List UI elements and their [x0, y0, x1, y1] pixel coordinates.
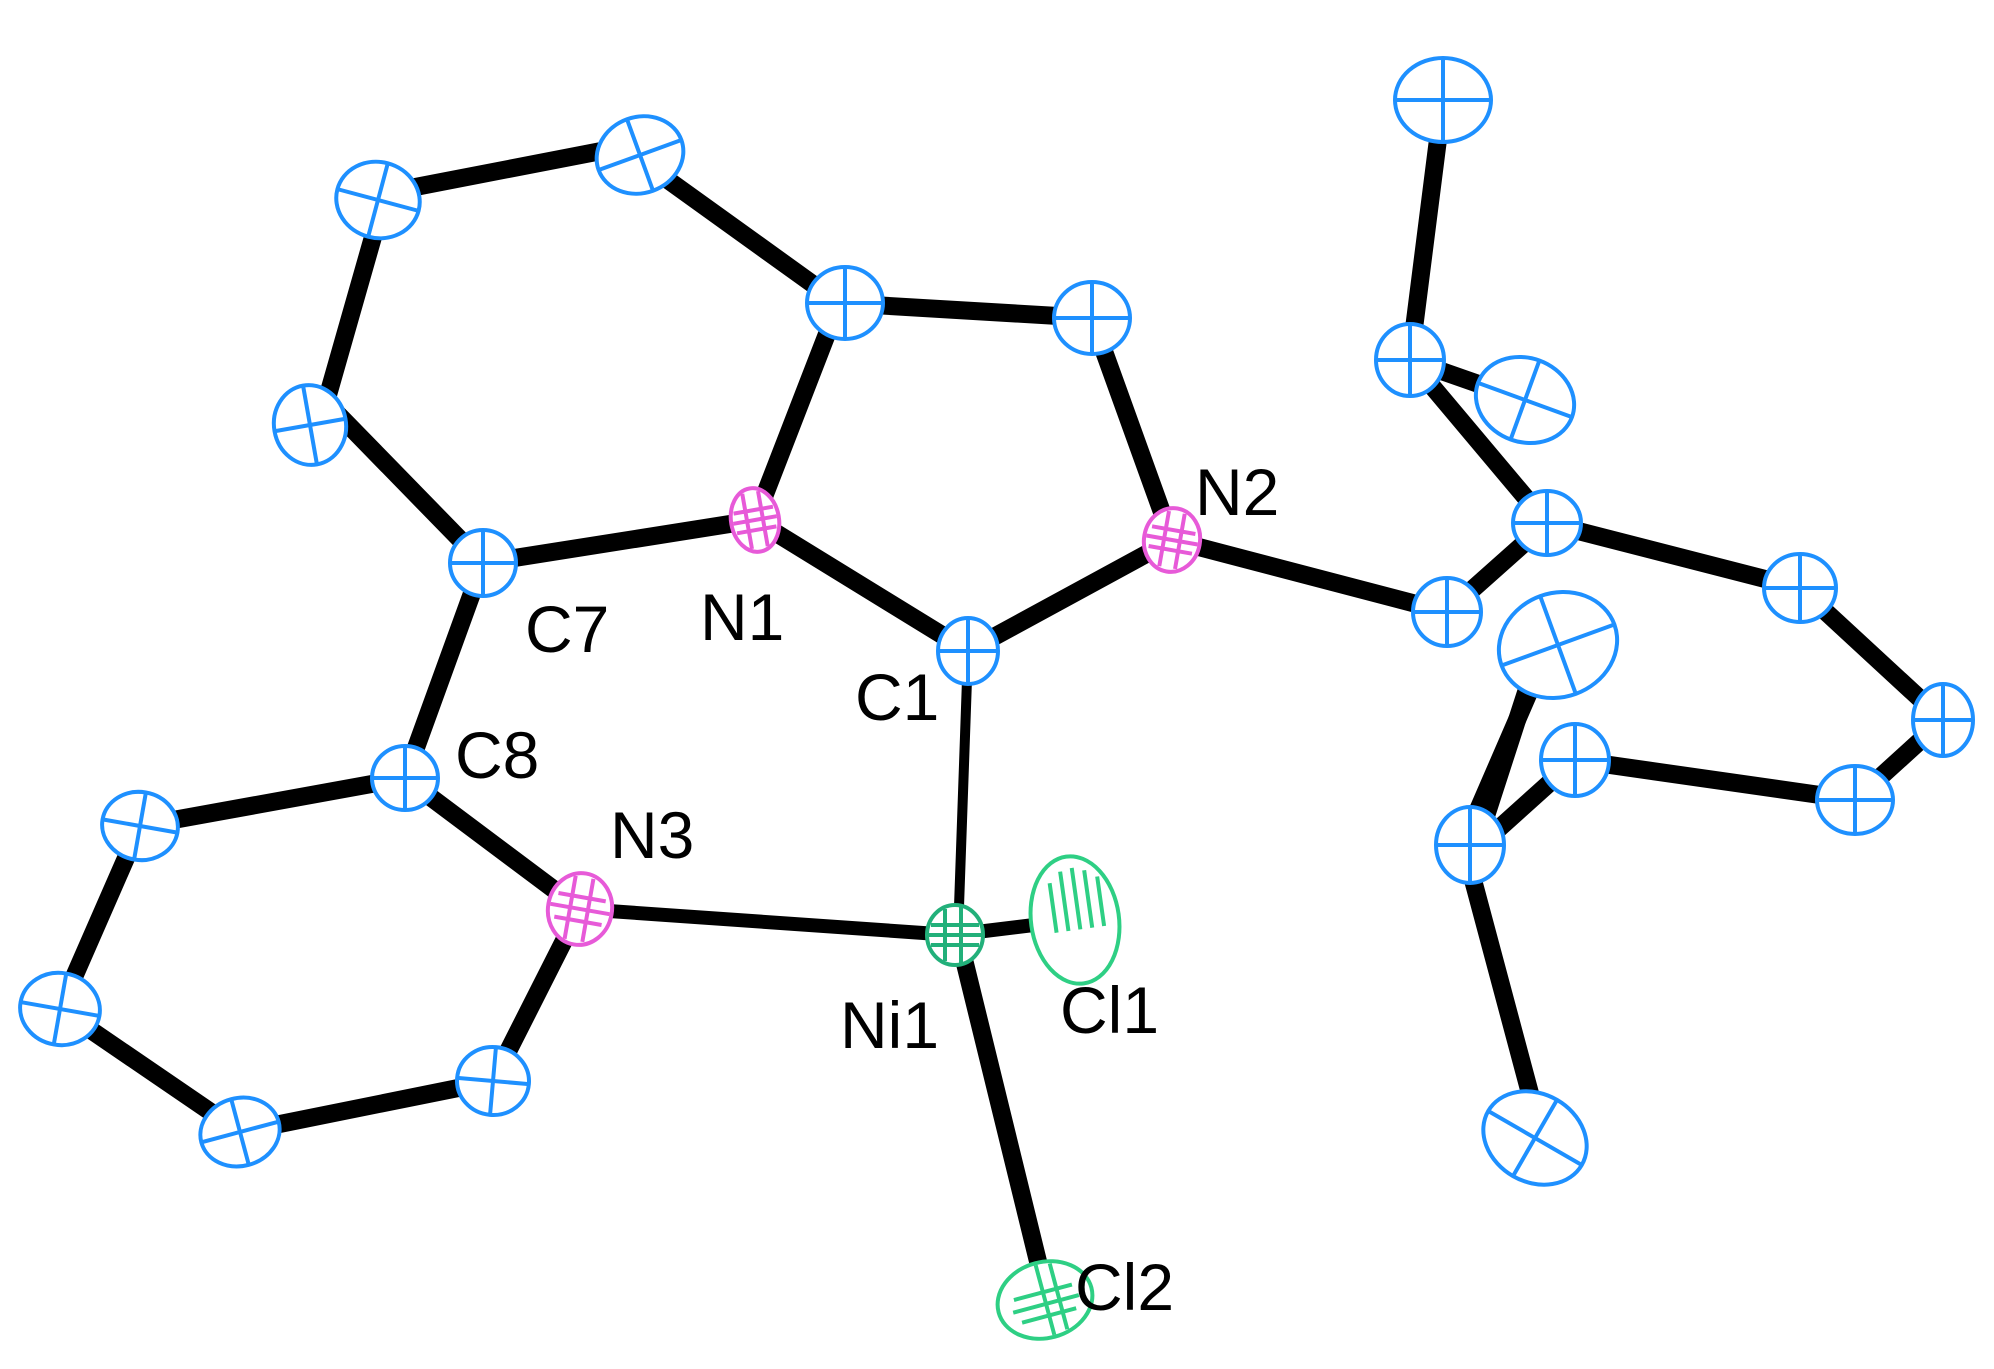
- atom-n1: [728, 486, 782, 554]
- atom-c1: [936, 616, 1000, 686]
- bond-a5-a6: [1566, 751, 1864, 809]
- atom-c8: [370, 744, 440, 812]
- bond-i2-m4: [1456, 841, 1544, 1121]
- atom-ni1: [925, 903, 985, 967]
- label-n3: N3: [610, 798, 694, 872]
- atom-n2: [1141, 506, 1203, 574]
- atom-carbon: [100, 789, 180, 863]
- bond-n3-ni1: [573, 902, 959, 942]
- bond-c1-n2: [959, 531, 1181, 660]
- label-c1: C1: [855, 660, 939, 734]
- bond-c7-n1: [474, 511, 764, 572]
- bond-b1-n1: [746, 294, 848, 529]
- atom-carbon: [1411, 576, 1483, 648]
- bond-n2-a1: [1163, 531, 1456, 621]
- bond-c8-n3: [396, 769, 589, 918]
- atom-carbon: [1511, 489, 1583, 557]
- atom-carbon: [1052, 280, 1132, 356]
- bond-c7-c8: [396, 554, 492, 787]
- label-c8: C8: [455, 718, 539, 792]
- atom-carbon: [1434, 805, 1506, 885]
- bond-c8-p1: [131, 769, 414, 835]
- atom-cl1: [1028, 854, 1122, 986]
- atom-carbon: [594, 114, 686, 196]
- atom-n3: [545, 871, 615, 947]
- label-n1: N1: [700, 580, 784, 654]
- bond-n1-c1: [746, 511, 977, 660]
- atom-carbon: [271, 383, 349, 467]
- bond-a2-a3: [1538, 514, 1809, 597]
- label-ni1: Ni1: [840, 988, 939, 1062]
- label-c7: C7: [525, 592, 609, 666]
- nitrogen-atoms: [545, 486, 1203, 947]
- atom-carbon: [1481, 1089, 1589, 1187]
- bonds: [51, 91, 1952, 1299]
- atom-carbon: [198, 1095, 282, 1169]
- atom-carbon: [1393, 56, 1493, 144]
- bond-b3-b4: [317, 221, 384, 411]
- atom-carbon: [1539, 722, 1611, 798]
- atom-carbon: [18, 970, 102, 1048]
- carbon-atoms: [18, 56, 1975, 1187]
- bond-c1-ni1: [953, 646, 973, 940]
- label-cl1: Cl1: [1060, 973, 1159, 1047]
- atom-carbon: [1473, 354, 1577, 446]
- bond-b4-c7: [317, 393, 492, 572]
- atom-carbon: [334, 159, 422, 241]
- chlorine-atoms: [995, 854, 1122, 1341]
- label-n2: N2: [1195, 455, 1279, 529]
- bond-p3-p4: [231, 1072, 502, 1141]
- bond-b5-n2: [1083, 309, 1181, 549]
- atom-carbon: [455, 1044, 531, 1118]
- atom-carbon: [1762, 552, 1838, 624]
- atom-carbon: [1374, 322, 1446, 398]
- atom-cl2: [995, 1259, 1095, 1341]
- bond-b3-b2: [396, 138, 631, 198]
- atom-carbon: [1496, 590, 1620, 700]
- atom-c7: [448, 528, 518, 598]
- atom-carbon: [1815, 764, 1895, 836]
- label-cl2: Cl2: [1075, 1250, 1174, 1324]
- atom-labels: N2 N1 C7 C1 C8 N3 Ni1 Cl1 Cl2: [455, 455, 1279, 1324]
- atom-carbon: [1911, 682, 1975, 758]
- atom-carbon: [805, 265, 885, 341]
- bond-ni1-cl2: [949, 926, 1054, 1299]
